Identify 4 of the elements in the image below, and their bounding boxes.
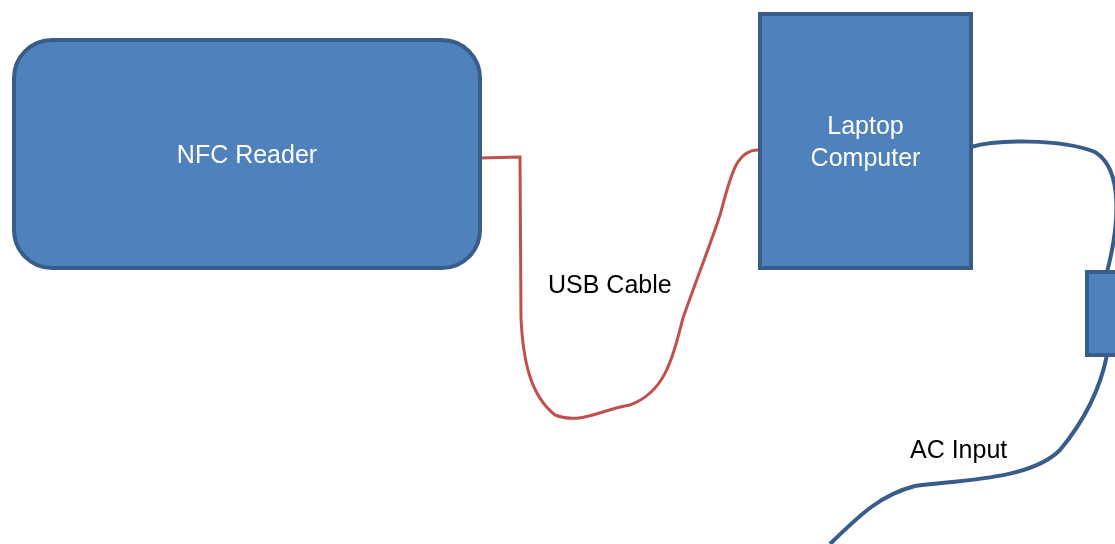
device-label: Laptop Computer	[809, 109, 922, 173]
device-box	[758, 12, 973, 270]
device-label: NFC Reader	[176, 138, 318, 170]
device-box	[12, 38, 482, 270]
